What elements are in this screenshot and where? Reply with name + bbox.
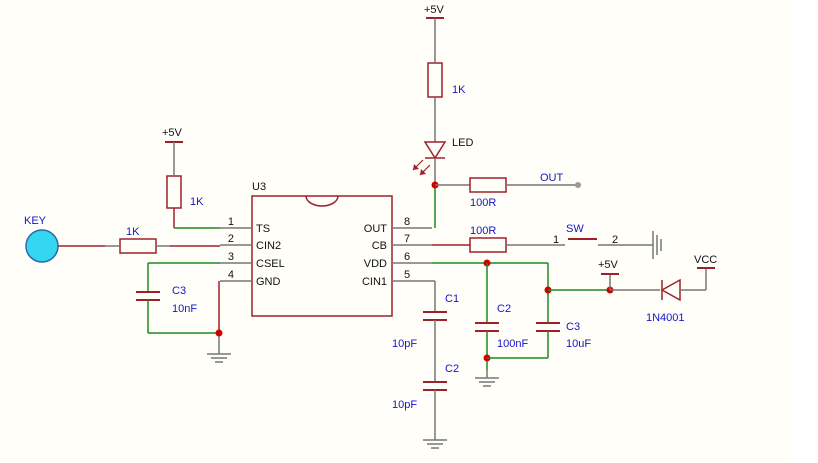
cin1-network — [422, 280, 448, 449]
ic-ref-label: U3 — [252, 181, 266, 193]
led-label: LED — [452, 137, 473, 149]
pin5-number: 5 — [404, 269, 410, 281]
r-led-value: 1K — [452, 84, 466, 96]
pin2-name: CIN2 — [256, 240, 281, 252]
pin5-name: CIN1 — [362, 276, 387, 288]
c3-left-value: 10nF — [172, 303, 197, 315]
c1-value: 10pF — [392, 338, 417, 350]
diode-label: 1N4001 — [646, 312, 685, 324]
pin8-name: OUT — [364, 223, 388, 235]
vcc-label: VCC — [694, 254, 717, 266]
pin7-name: CB — [372, 240, 387, 252]
out-label: OUT — [540, 172, 564, 184]
r-cb-value: 100R — [470, 225, 496, 237]
c2-value: 10pF — [392, 399, 417, 411]
r-out-value: 100R — [470, 197, 496, 209]
c2-ref: C2 — [445, 363, 459, 375]
pin2-number: 2 — [228, 233, 234, 245]
sw-label: SW — [566, 223, 584, 235]
pin3-name: CSEL — [256, 258, 285, 270]
sw-pin1-label: 1 — [553, 234, 559, 246]
pin1-name: TS — [256, 223, 270, 235]
pin4-number: 4 — [228, 269, 234, 281]
page-margin — [790, 0, 818, 463]
pin8-number: 8 — [404, 216, 410, 228]
c3-left-ref: C3 — [172, 285, 186, 297]
schematic-diagram: U3 1 2 3 4 TS CIN2 CSEL GND 8 7 6 5 OUT … — [24, 4, 717, 449]
key-input — [25, 229, 220, 263]
c1-ref: C1 — [445, 293, 459, 305]
sw-pin2-label: 2 — [612, 234, 618, 246]
pin6-number: 6 — [404, 251, 410, 263]
out-branch — [435, 177, 581, 193]
pin3-number: 3 — [228, 251, 234, 263]
power-top-label: +5V — [424, 4, 445, 16]
key-label: KEY — [24, 215, 47, 227]
power-right-label: +5V — [598, 259, 619, 271]
led-branch — [412, 17, 447, 228]
vdd-network — [432, 259, 715, 387]
r-key-value: 1K — [126, 226, 140, 238]
c3-right-value: 10uF — [566, 338, 591, 350]
pin4-name: GND — [256, 276, 281, 288]
ic-u3 — [220, 195, 432, 317]
c2b-ref: C2 — [497, 303, 511, 315]
pin6-name: VDD — [364, 258, 387, 270]
pin1-number: 1 — [228, 216, 234, 228]
cb-branch — [432, 231, 662, 259]
c2b-value: 100nF — [497, 338, 528, 350]
r-ts-value: 1K — [190, 196, 204, 208]
c3-left-network — [136, 262, 232, 363]
c3-right-ref: C3 — [566, 321, 580, 333]
power-left-label: +5V — [162, 127, 183, 139]
pin7-number: 7 — [404, 233, 410, 245]
ts-pullup — [165, 141, 220, 229]
